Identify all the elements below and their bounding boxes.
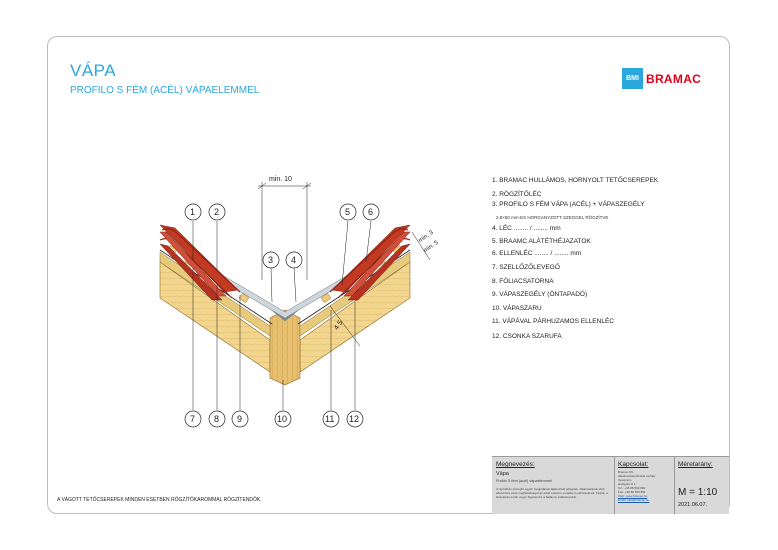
callout-11: 11 — [325, 414, 335, 424]
designation-label: Megnevezés: — [496, 461, 535, 468]
contact-link[interactable]: Web: www.bramac.hu — [618, 494, 648, 498]
legend-item: 6. ELLENLÉC ........ / ........ mm — [492, 250, 582, 257]
designation-text: A rajzokban szereplő egyéb megoldások tá… — [496, 487, 608, 499]
contact-line: Tel.: +36 88 590 890 — [618, 486, 646, 490]
bmi-logo-icon: BMI — [622, 68, 643, 89]
brand-name: BRAMAC — [646, 71, 702, 86]
contact-link[interactable]: Email: info@bramac.hu — [618, 498, 650, 502]
callout-1: 1 — [190, 207, 196, 217]
scale-label: Méretarány: — [678, 461, 713, 468]
scale-value: M = 1:10 — [678, 487, 718, 498]
legend-item: 8. FÓLIACSATORNA — [492, 278, 554, 285]
contact-label: Kapcsolat: — [618, 461, 649, 468]
drawing-sheet — [47, 36, 730, 514]
contact-line: Alkalmazástechnikai osztály — [618, 474, 656, 478]
legend-item: 7. SZELLŐZŐLEVEGŐ — [492, 264, 560, 271]
callout-6: 6 — [368, 207, 374, 217]
title-block: Megnevezés: Vápa Profilo S fém (acél) vá… — [492, 456, 729, 514]
callout-3: 3 — [268, 255, 274, 265]
callout-8: 8 — [214, 414, 220, 424]
dimension-45: 4 5 — [333, 319, 345, 332]
legend-item: 11. VÁPÁVAL PÁRHUZAMOS ELLENLÉC — [492, 318, 614, 325]
legend-item: 1. BRAMAC HULLÁMOS, HORNYOLT TETŐCSEREPE… — [492, 177, 659, 184]
drawing-date: 2021.06.07. — [678, 502, 708, 508]
callout-4: 4 — [291, 255, 297, 265]
contact-line: Veszprém — [618, 478, 632, 482]
contact-line: Fax: +36 88 590 891 — [618, 490, 646, 494]
valley-rafter — [269, 309, 301, 386]
legend-item: 9. VÁPASZEGÉLY (ÖNTAPADÓ) — [492, 291, 588, 298]
callout-12: 12 — [349, 414, 360, 424]
dimension-min-5: min. 5 — [422, 239, 440, 255]
bramac-logo: BMI BRAMAC — [622, 68, 701, 89]
legend-item: 10. VÁPASZARU — [492, 305, 542, 312]
legend-item: 4. LÉC ........ / ........ mm — [492, 225, 561, 232]
footnote: A VÁGOTT TETŐCSEREPEK MINDEN ESETBEN RÖG… — [57, 497, 262, 503]
designation-sub: Profilo S fém (acél) vápaelemmel — [496, 479, 552, 483]
callout-5: 5 — [345, 207, 351, 217]
callout-9: 9 — [237, 414, 243, 424]
callout-10: 10 — [277, 414, 288, 424]
legend-item: 3. PROFILO S FÉM VÁPA (ACÉL) + VÁPASZEGÉ… — [492, 201, 645, 208]
page-subtitle: PROFILO S FÉM (ACÉL) VÁPAELEMMEL — [70, 85, 260, 96]
dimension-min-10: min. 10 — [269, 176, 292, 183]
designation-title: Vápa — [496, 471, 509, 477]
page-title: VÁPA — [70, 61, 117, 80]
contact-line: Bramac Kft. — [618, 470, 634, 474]
callout-7: 7 — [190, 414, 196, 424]
callout-2: 2 — [214, 207, 220, 217]
legend-item: 5. BRAAMC ALÁTÉTHÉJAZATOK — [492, 238, 591, 245]
legend-note: 2,8×50 mm-ES HORGANYZOTT SZEGGEL RÖGZÍTV… — [496, 215, 609, 220]
legend-item: 2. RÖGZÍTŐLÉC — [492, 191, 542, 198]
contact-line: Házgyári út 1. — [618, 482, 637, 486]
legend-item: 12. CSONKA SZARUFA — [492, 333, 562, 340]
